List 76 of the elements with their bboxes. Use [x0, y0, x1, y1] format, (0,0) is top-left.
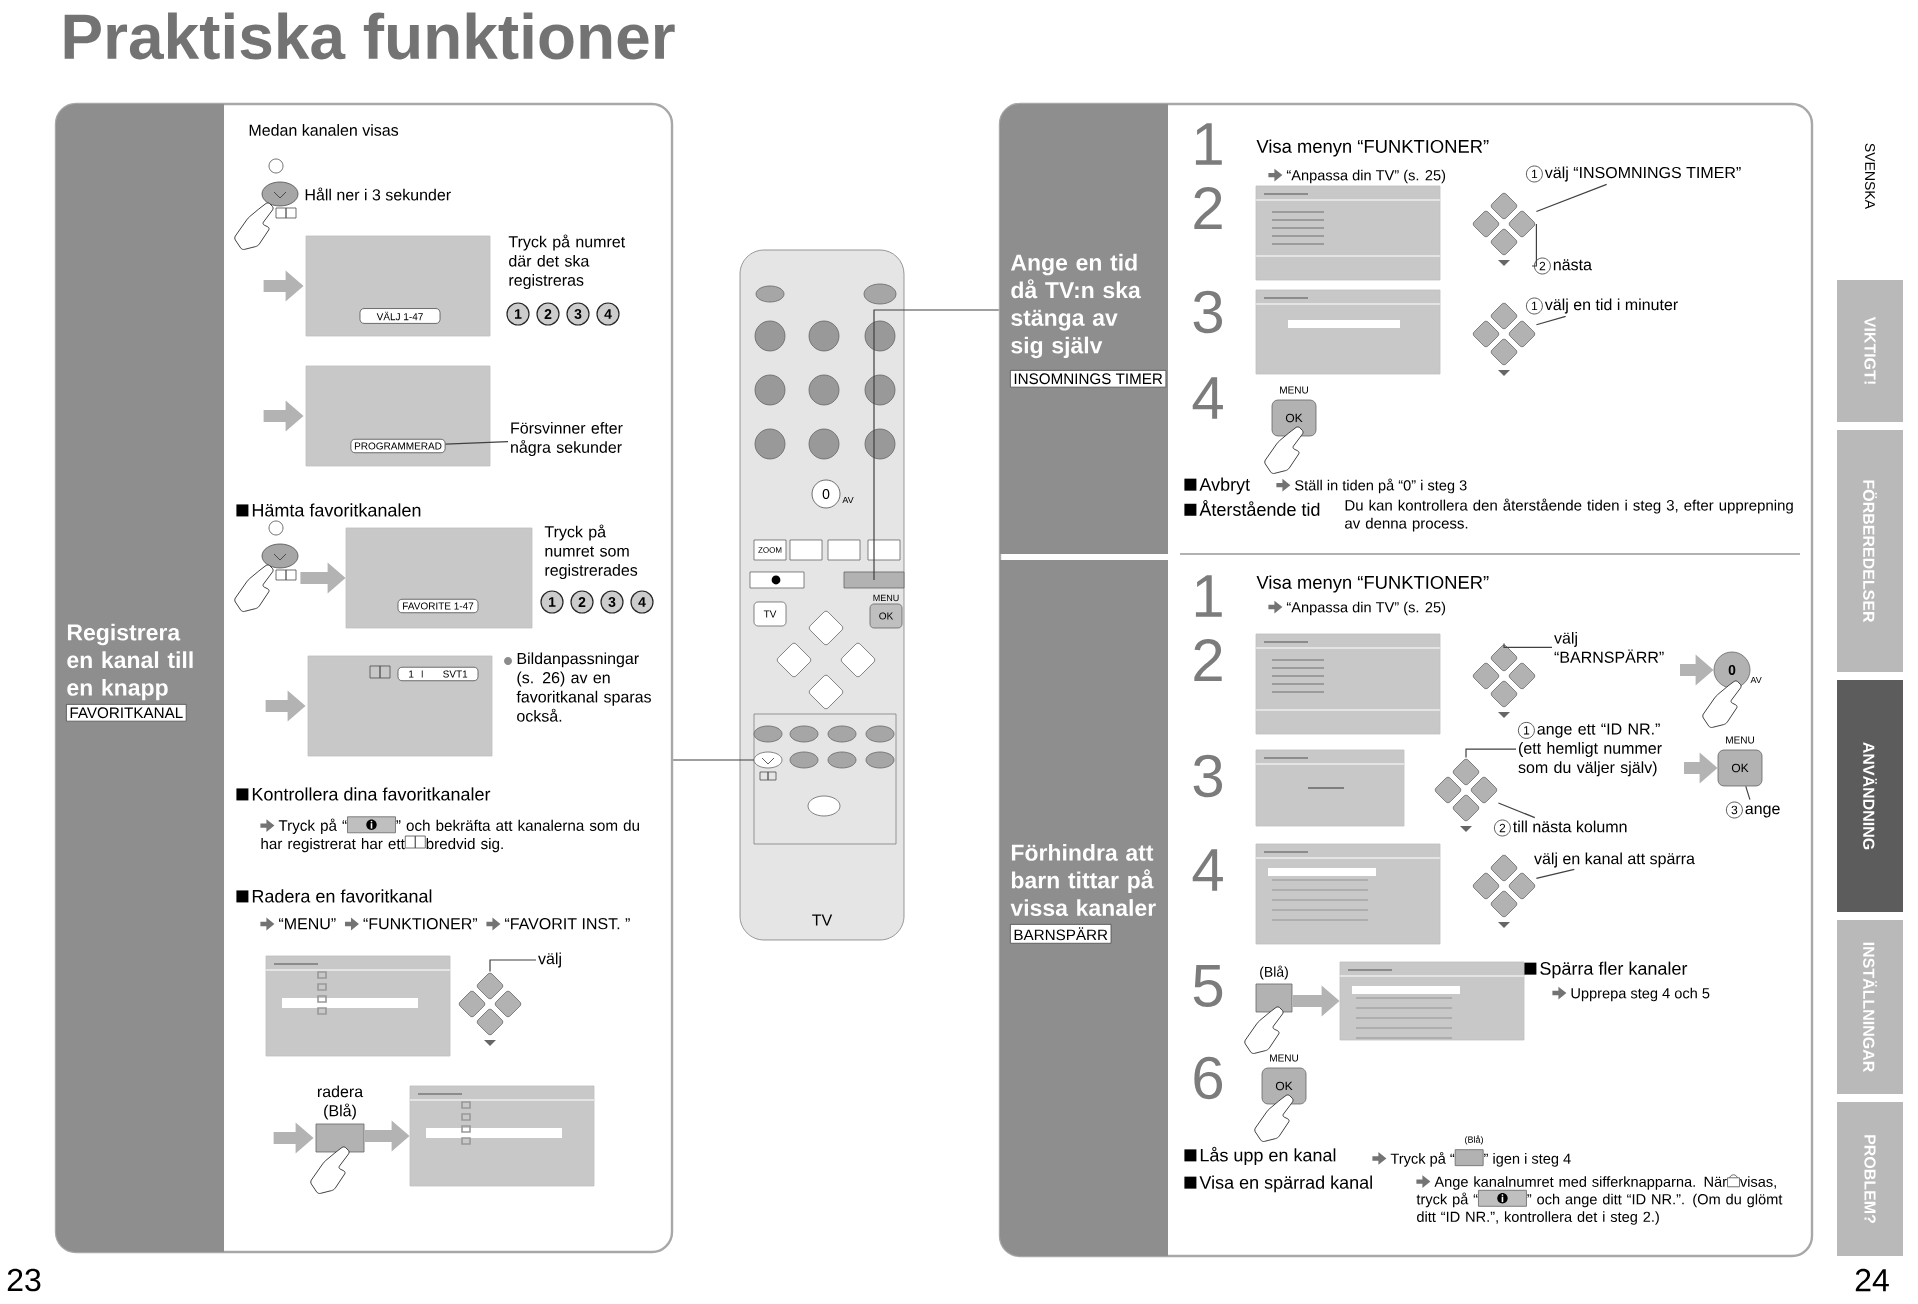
leader-line	[873, 309, 1000, 581]
arrow-keys-drawing	[1434, 758, 1498, 832]
step-number: 4	[1192, 849, 1223, 891]
instruction-text: Visa menyn “FUNKTIONER”	[1256, 139, 1489, 157]
tv-screen	[1339, 961, 1525, 1041]
leader-line	[1465, 748, 1517, 759]
tv-screen	[307, 655, 493, 757]
card-frame	[54, 102, 674, 1254]
arrow-keys-drawing	[1472, 644, 1536, 718]
leader-line	[1535, 315, 1567, 326]
section-tab: INSTÄLLNINGAR	[1837, 920, 1903, 1094]
section-tab: PROBLEM?	[1837, 1102, 1903, 1256]
arrow-keys-drawing	[1472, 192, 1536, 266]
button-press-drawing: radera (Blå)	[310, 1085, 365, 1194]
button-press-drawing	[234, 520, 299, 612]
page-number: 23	[7, 1268, 41, 1292]
instruction-text: Visa menyn “FUNKTIONER”	[1256, 575, 1489, 593]
instruction-text: Tryck på numret där det ska registreras	[508, 234, 626, 289]
tv-screen	[1255, 749, 1405, 827]
step-number: 4	[1192, 377, 1223, 419]
leader-line	[1535, 183, 1608, 213]
tv-screen	[1255, 185, 1441, 281]
callout-text: välj	[538, 952, 561, 968]
step-number: 6	[1194, 1056, 1223, 1100]
callout-text: välj “BARNSPÄRR”	[1554, 632, 1664, 663]
menu-path-step: “FAVORIT INST. ”	[486, 917, 630, 931]
tv-screen	[1255, 289, 1441, 375]
tv-screen	[1255, 633, 1441, 735]
page-title: Praktiska funktioner	[64, 12, 675, 60]
card-frame	[998, 102, 1814, 1258]
button-press-drawing	[234, 158, 299, 250]
heading: Hämta favoritkanalen	[236, 503, 421, 517]
section-tab: ANVÄNDNING	[1837, 680, 1903, 912]
instruction-text: Tryck på numret som registrerades	[544, 524, 638, 579]
heading: Återstående tid	[1184, 500, 1320, 516]
step-number: 3	[1193, 290, 1223, 334]
arrow-keys-drawing	[458, 972, 522, 1046]
tv-screen	[1255, 843, 1441, 945]
step-number: 1	[1195, 575, 1222, 617]
instruction-text: Medan kanalen visas	[249, 124, 399, 136]
heading: Visa en spärrad kanal	[1184, 1175, 1372, 1193]
step-number: 5	[1193, 965, 1223, 1007]
step-number: 1	[1195, 123, 1222, 165]
heading: Kontrollera dina favoritkanaler	[236, 787, 491, 801]
tv-screen	[409, 1085, 595, 1187]
menu-path-step: “FUNKTIONER”	[345, 917, 478, 931]
tv-screen	[305, 235, 491, 337]
arrow-keys-drawing	[1472, 302, 1536, 376]
note-text: Bildanpassningar (s. 26) av en favoritkanal sparas också.	[516, 652, 651, 722]
leader-line	[1497, 802, 1536, 819]
heading: Radera en favoritkanal	[236, 889, 432, 903]
heading: Spärra fler kanaler	[1524, 961, 1688, 979]
remote-control-drawing	[739, 249, 905, 941]
tv-screen	[265, 955, 451, 1057]
leader-line	[1535, 868, 1575, 879]
leader-line	[489, 959, 537, 973]
section-tab: VIKTIGT!	[1837, 280, 1903, 422]
leader-line	[672, 759, 755, 761]
leader-line	[1531, 223, 1537, 267]
leader-line	[444, 441, 509, 445]
tv-screen	[305, 365, 491, 467]
callout-text: välj en kanal att spärra	[1534, 852, 1695, 868]
button-label: TV	[812, 914, 833, 926]
arrow-keys-drawing	[1472, 854, 1536, 928]
menu-path-step: “MENU”	[260, 917, 336, 931]
tv-screen	[345, 527, 533, 629]
leader-line	[1745, 785, 1751, 801]
heading: Avbryt	[1184, 477, 1250, 495]
step-number: 3	[1193, 754, 1223, 798]
section-tab: FÖRBEREDELSER	[1837, 430, 1903, 672]
node-label: radera (Blå)	[317, 1085, 364, 1120]
step-number: 2	[1194, 639, 1222, 681]
callout-text: Försvinner efter några sekunder	[511, 422, 623, 457]
step-number: 2	[1194, 187, 1222, 229]
leader-line	[1503, 643, 1553, 649]
heading: Lås upp en kanal	[1184, 1146, 1336, 1166]
